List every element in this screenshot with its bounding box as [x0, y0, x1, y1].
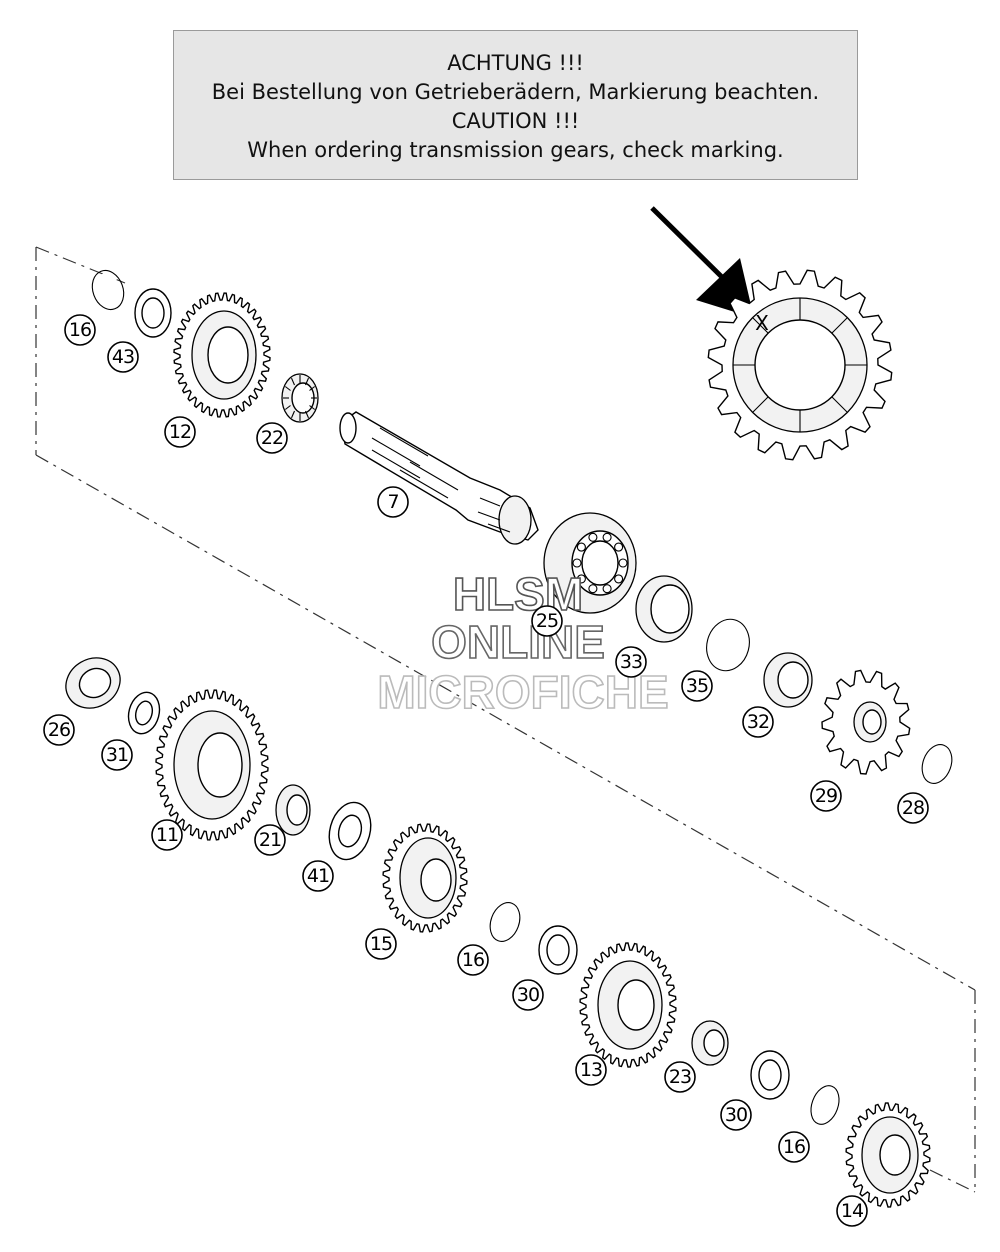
callout-22: 22 [256, 422, 288, 454]
caution-notice: ACHTUNG !!! Bei Bestellung von Getrieber… [173, 30, 858, 180]
bearing-26 [65, 657, 121, 709]
caution-heading-de: ACHTUNG !!! [447, 51, 584, 75]
svg-text:23: 23 [669, 1066, 691, 1088]
callout-25: 25 [531, 605, 563, 637]
callout-26: 26 [43, 714, 75, 746]
svg-text:29: 29 [815, 785, 837, 807]
callout-41: 41 [302, 860, 334, 892]
callout-15: 15 [365, 928, 397, 960]
svg-text:15: 15 [370, 933, 392, 955]
marking-x: X [755, 311, 769, 335]
watermark-line3: MICROFICHE [377, 666, 668, 718]
sprocket-29 [821, 669, 911, 775]
svg-text:28: 28 [902, 797, 924, 819]
o-ring-35 [706, 618, 750, 672]
callout-21: 21 [254, 824, 286, 856]
svg-text:11: 11 [156, 824, 178, 846]
circlip-16-low [810, 1085, 840, 1125]
callout-12: 12 [164, 416, 196, 448]
svg-text:26: 26 [48, 719, 70, 741]
needle-bearing-22 [281, 373, 319, 423]
svg-text:12: 12 [169, 421, 191, 443]
svg-text:41: 41 [307, 865, 329, 887]
watermark-line1: HLSM [453, 568, 583, 620]
splined-washer-30-low [750, 1050, 790, 1100]
svg-text:14: 14 [841, 1200, 864, 1222]
svg-text:32: 32 [747, 711, 769, 733]
splined-washer-30-mid [538, 925, 578, 975]
ball-bearing-25 [543, 512, 637, 614]
svg-text:33: 33 [620, 651, 642, 673]
gear-14 [845, 1102, 931, 1208]
svg-text:30: 30 [517, 984, 539, 1006]
shaft-seal-33 [635, 575, 693, 643]
gear-13 [579, 942, 677, 1068]
svg-text:13: 13 [580, 1059, 602, 1081]
circlip-28 [921, 744, 953, 784]
svg-text:16: 16 [462, 949, 484, 971]
caution-text-en: When ordering transmission gears, check … [247, 138, 784, 162]
callout-33: 33 [615, 646, 647, 678]
callout-14: 14 [836, 1195, 868, 1227]
needle-bearing-23 [691, 1020, 729, 1066]
spacer-bushing-32 [763, 652, 813, 708]
thrust-washer-43 [134, 288, 172, 338]
watermark: HLSM ONLINE MICROFICHE [377, 567, 670, 719]
gear-12 [173, 292, 271, 418]
callout-16-mid: 16 [457, 944, 489, 976]
svg-text:25: 25 [536, 610, 558, 632]
svg-text:7: 7 [387, 491, 398, 513]
callout-23: 23 [664, 1061, 696, 1093]
callout-29: 29 [810, 780, 842, 812]
thrust-washer-41 [328, 801, 372, 861]
callout-7: 7 [377, 486, 409, 518]
detail-gear-marking: X [707, 269, 893, 461]
svg-text:35: 35 [686, 675, 708, 697]
svg-text:16: 16 [783, 1136, 805, 1158]
callout-35: 35 [681, 670, 713, 702]
callout-16-low: 16 [778, 1131, 810, 1163]
svg-text:43: 43 [112, 346, 134, 368]
circlip-16-top [91, 269, 125, 311]
callout-31: 31 [101, 739, 133, 771]
caution-text-de: Bei Bestellung von Getrieberädern, Marki… [211, 80, 820, 104]
gear-11 [155, 689, 269, 841]
watermark-line2: ONLINE [431, 616, 605, 668]
callout-28: 28 [897, 792, 929, 824]
caution-heading-en: CAUTION !!! [451, 109, 580, 133]
gear-15 [382, 823, 468, 933]
circlip-16-mid [489, 902, 521, 942]
svg-text:21: 21 [259, 829, 281, 851]
callout-43: 43 [107, 341, 139, 373]
callout-13: 13 [575, 1054, 607, 1086]
needle-bearing-21 [275, 784, 311, 836]
main-shaft-7 [339, 411, 539, 545]
svg-text:16: 16 [69, 319, 91, 341]
svg-text:31: 31 [106, 744, 128, 766]
callout-32: 32 [742, 706, 774, 738]
callout-16-top: 16 [64, 314, 96, 346]
callout-11: 11 [151, 819, 183, 851]
svg-text:22: 22 [261, 427, 283, 449]
callout-30-mid: 30 [512, 979, 544, 1011]
callout-30-low: 30 [720, 1099, 752, 1131]
thrust-washer-31 [127, 691, 161, 735]
svg-text:30: 30 [725, 1104, 747, 1126]
